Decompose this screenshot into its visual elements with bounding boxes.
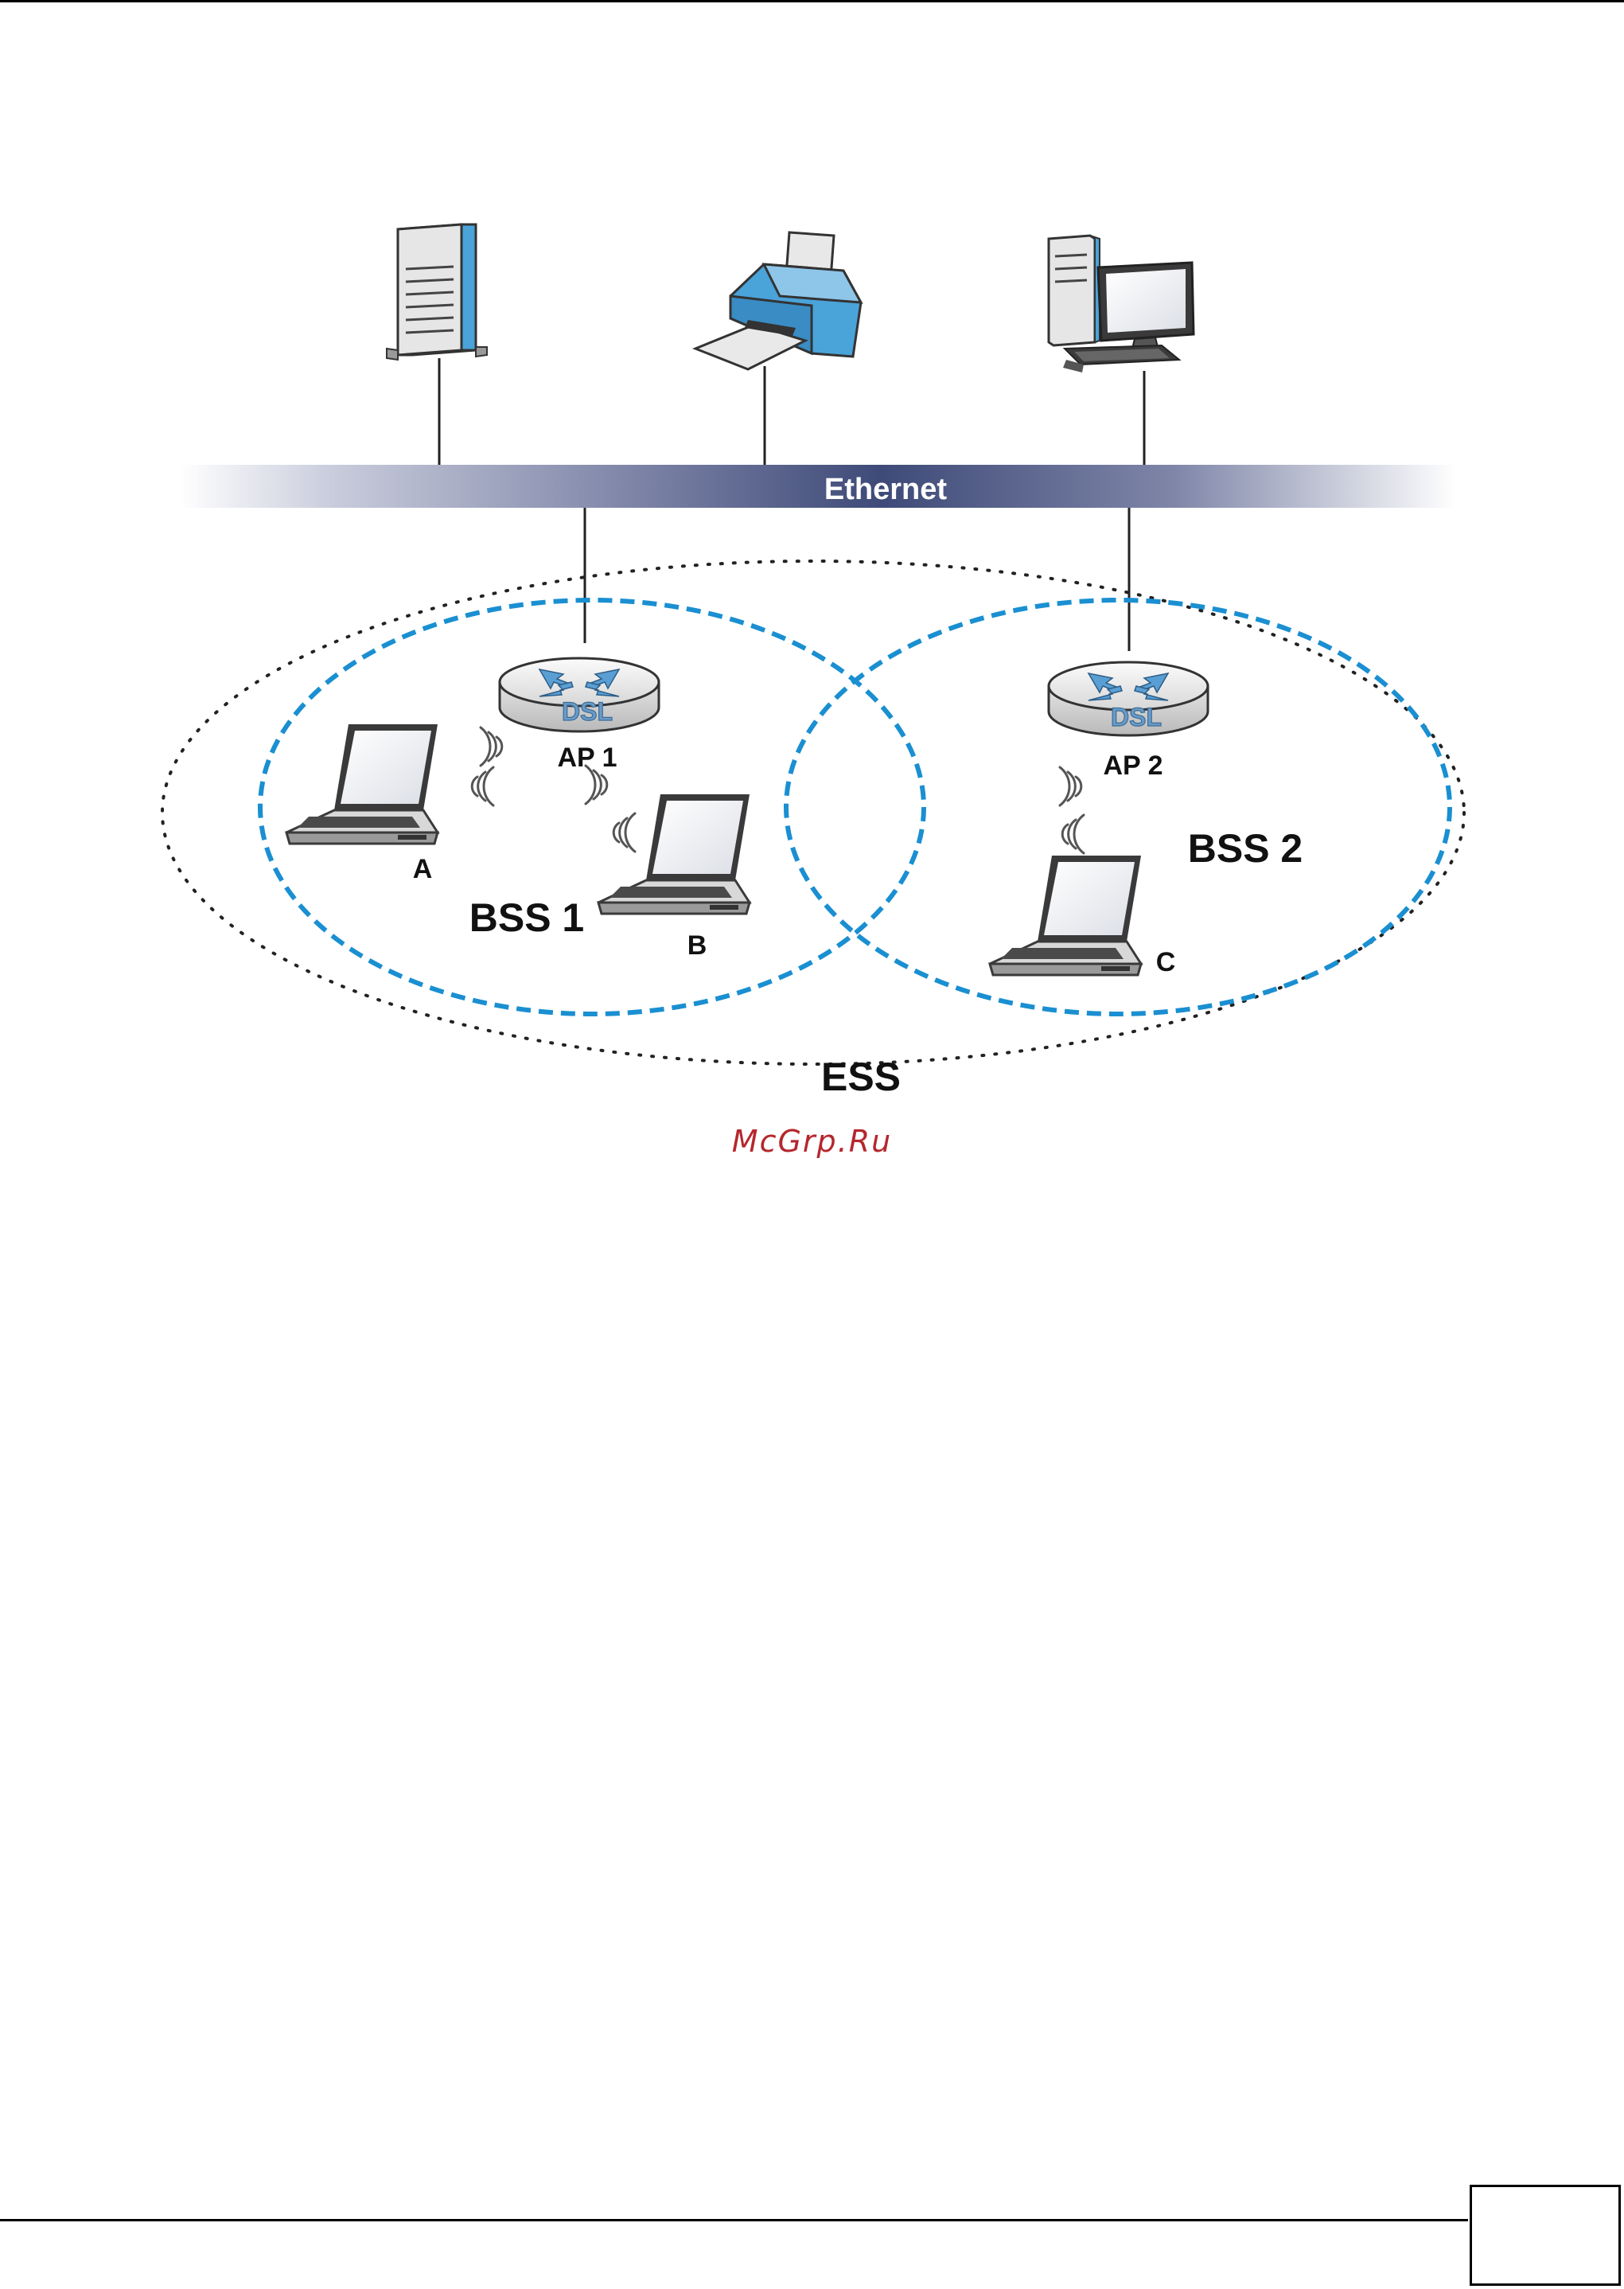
- laptop-a-label: A: [413, 854, 433, 884]
- ess-label: ESS: [821, 1055, 901, 1099]
- watermark: McGrp.Ru: [0, 1124, 1624, 1159]
- printer-icon: [695, 232, 861, 369]
- server-icon: [387, 224, 487, 360]
- wireless-wave-icon: [1060, 767, 1081, 805]
- wireless-wave-icon: [1062, 815, 1084, 853]
- laptop-c-label: C: [1156, 947, 1176, 977]
- laptop-b-icon: [598, 794, 750, 914]
- ap2-device-text: DSL: [1111, 703, 1162, 731]
- network-diagram: Ethernet: [0, 0, 1624, 1194]
- wireless-wave-icon: [472, 767, 493, 805]
- bss2-label: BSS 2: [1188, 826, 1303, 871]
- laptop-b-label: B: [687, 930, 707, 961]
- bottom-rule: [0, 2219, 1468, 2221]
- desktop-pc-icon: [1049, 236, 1194, 372]
- page-number-box: [1470, 2185, 1621, 2286]
- ap1-device-text: DSL: [562, 697, 613, 726]
- laptop-c-icon: [990, 856, 1141, 975]
- ethernet-bus: [179, 465, 1456, 508]
- bss1-label: BSS 1: [469, 895, 585, 940]
- ethernet-label: Ethernet: [824, 473, 947, 506]
- wireless-wave-icon: [613, 813, 635, 852]
- ap2-label: AP 2: [1104, 751, 1163, 781]
- wireless-wave-icon: [481, 727, 502, 766]
- laptop-a-icon: [286, 724, 438, 844]
